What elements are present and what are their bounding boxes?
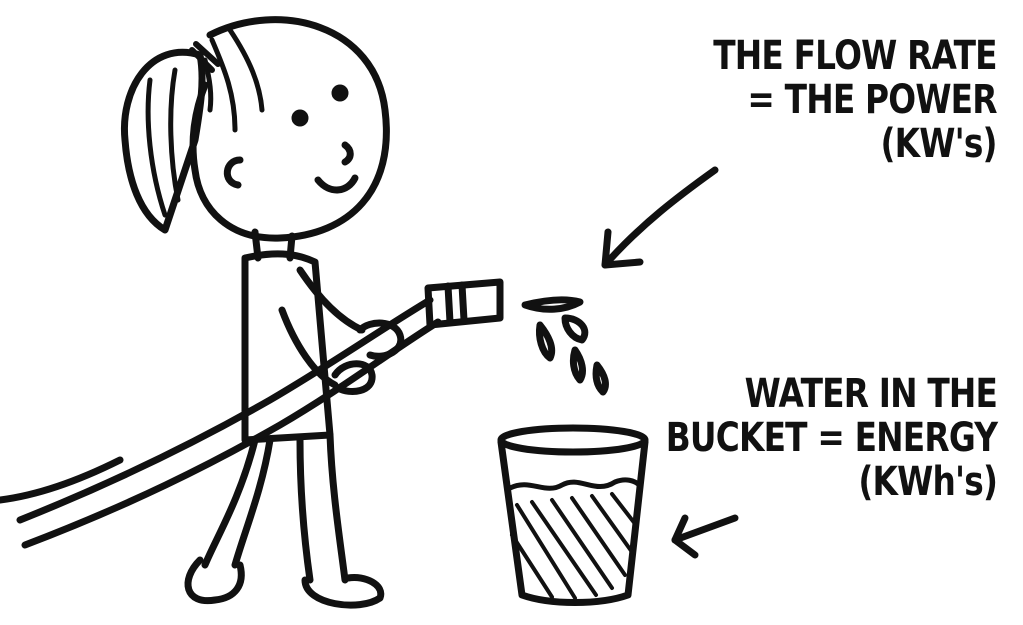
head-icon — [193, 20, 386, 238]
arrow-icon — [675, 518, 735, 555]
water-droplets-icon — [525, 300, 605, 392]
hose-icon — [0, 282, 500, 545]
eye-icon — [335, 88, 345, 98]
ear-icon — [227, 160, 240, 185]
annotation-line: THE FLOW RATE — [714, 34, 997, 78]
annotation-line: (KW's) — [714, 122, 997, 166]
body-icon — [245, 254, 330, 440]
mouth-icon — [318, 178, 355, 190]
eye-icon — [295, 113, 305, 123]
annotation-line: (KWh's) — [666, 460, 997, 504]
bucket-icon — [501, 428, 645, 603]
nose-icon — [345, 145, 350, 162]
annotation-line: BUCKET = ENERGY — [666, 416, 997, 460]
girl-icon — [124, 20, 386, 605]
flow-rate-annotation: THE FLOW RATE = THE POWER (KW's) — [714, 34, 997, 166]
arrow-icon — [605, 170, 715, 265]
energy-annotation: WATER IN THE BUCKET = ENERGY (KWh's) — [666, 372, 997, 504]
annotation-line: = THE POWER — [714, 78, 997, 122]
annotation-line: WATER IN THE — [666, 372, 997, 416]
